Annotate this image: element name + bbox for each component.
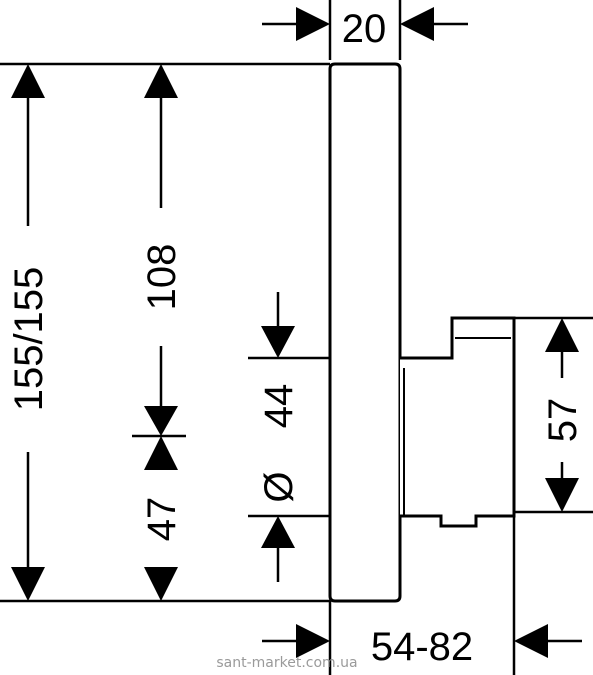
arrow-up-icon bbox=[545, 318, 579, 352]
arrow-up-icon bbox=[11, 64, 45, 98]
arrow-down-icon bbox=[11, 567, 45, 601]
arrow-down-icon bbox=[261, 326, 295, 358]
dim-label-depth: 54-82 bbox=[371, 625, 473, 669]
dim-top-width: 20 bbox=[262, 0, 468, 60]
dim-total-height: 155/155 bbox=[7, 64, 51, 601]
dim-diameter: 44 Ø bbox=[257, 292, 301, 582]
dim-label-upper-height: 108 bbox=[140, 244, 184, 311]
front-plate bbox=[328, 62, 402, 603]
dim-depth: 54-82 bbox=[262, 516, 582, 675]
arrow-up-icon bbox=[144, 64, 178, 98]
diameter-symbol: Ø bbox=[257, 471, 301, 502]
arrow-down-icon bbox=[144, 406, 178, 436]
dim-upper-height: 108 bbox=[140, 64, 184, 436]
dim-label-top-width: 20 bbox=[342, 7, 387, 51]
arrow-down-icon bbox=[545, 478, 579, 512]
dim-label-diameter-value: 44 bbox=[257, 384, 301, 429]
arrow-left-icon bbox=[400, 7, 434, 41]
arrow-down-icon bbox=[144, 567, 178, 601]
watermark: sant-market.com.ua bbox=[216, 655, 357, 671]
dim-body-height: 57 bbox=[514, 316, 593, 514]
dim-label-total-height: 155/155 bbox=[7, 267, 51, 412]
valve-body bbox=[400, 316, 516, 528]
dim-label-lower-height: 47 bbox=[140, 497, 184, 542]
product-outline bbox=[328, 62, 516, 603]
arrow-right-icon bbox=[296, 7, 330, 41]
dim-label-body-height: 57 bbox=[541, 398, 585, 443]
arrow-up-icon bbox=[261, 516, 295, 548]
arrow-right-icon bbox=[296, 624, 330, 658]
arrow-up-icon bbox=[144, 436, 178, 470]
arrow-left-icon bbox=[514, 624, 548, 658]
dim-lower-height: 47 bbox=[140, 436, 184, 601]
